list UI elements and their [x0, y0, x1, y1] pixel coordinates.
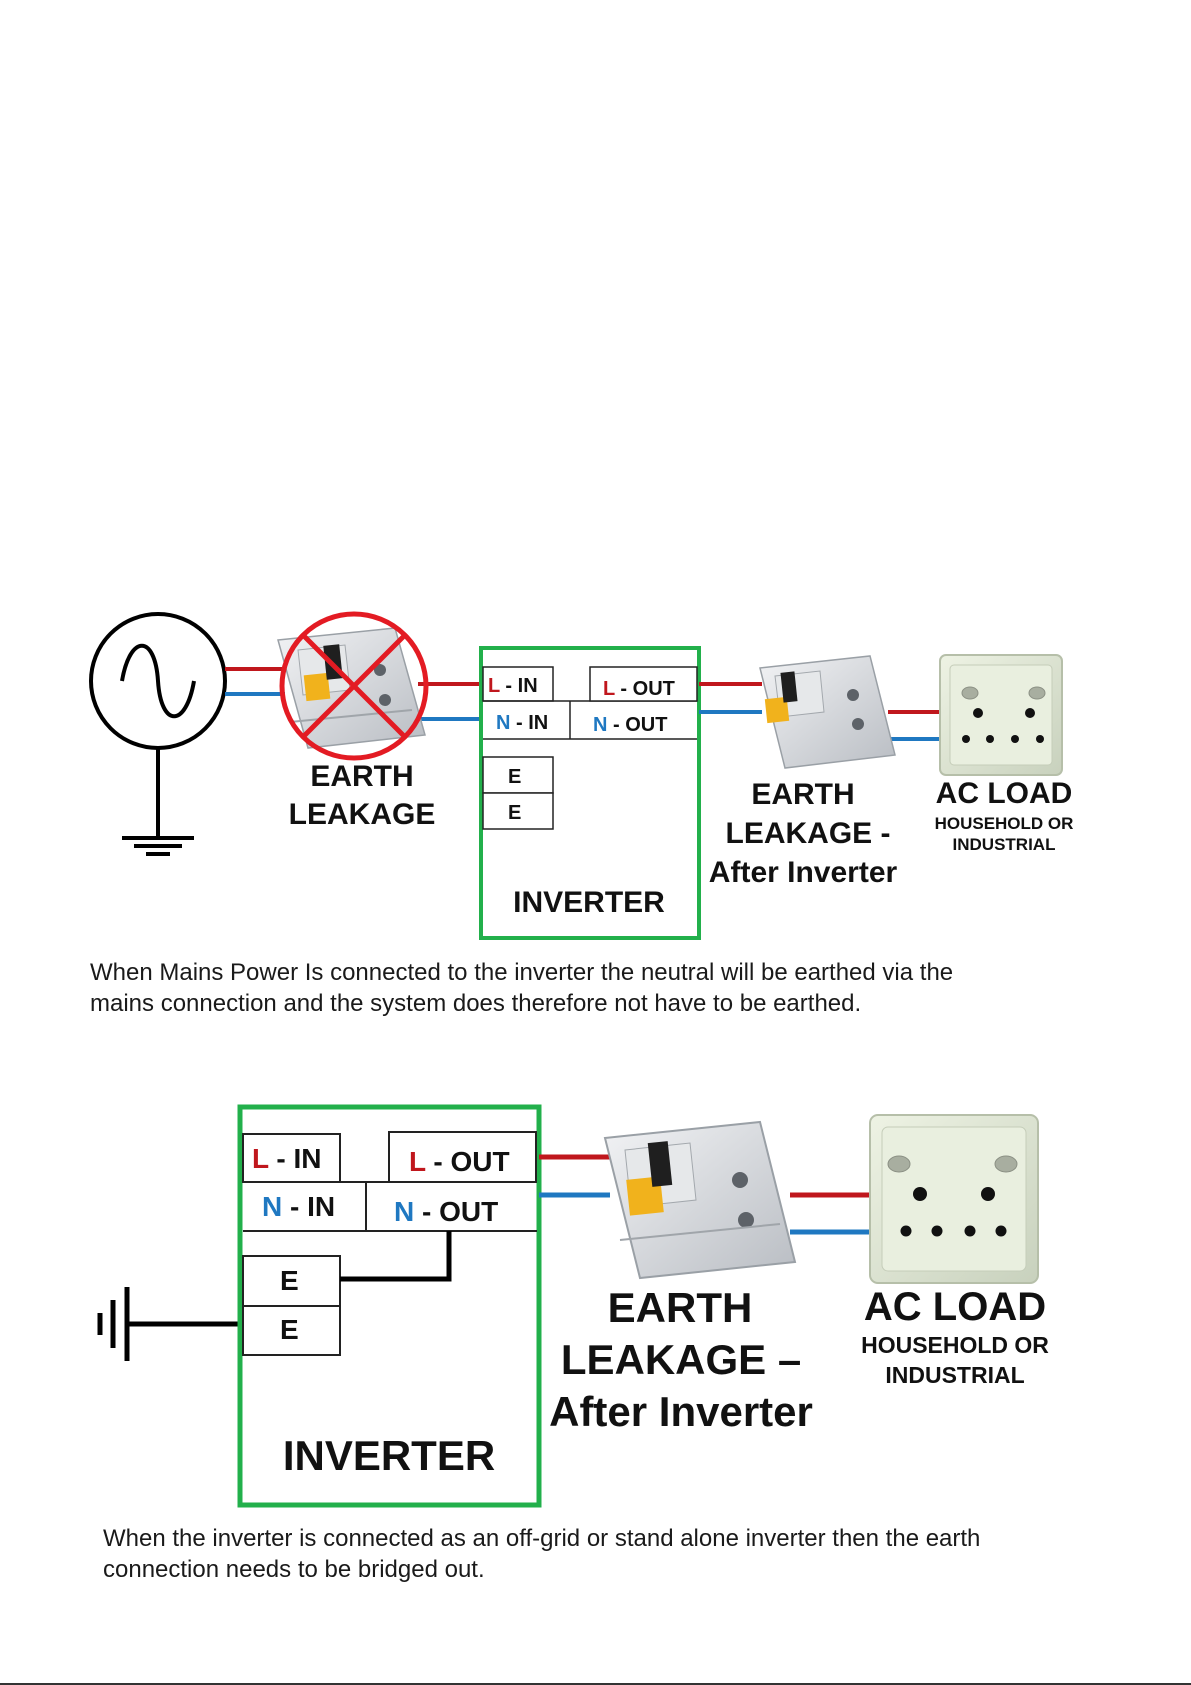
- cross-out-icon: [279, 611, 429, 761]
- caption-line: When the inverter is connected as an off…: [103, 1525, 981, 1552]
- earth-terminal-label: E: [280, 1314, 299, 1345]
- live-wire: [699, 682, 943, 714]
- n-in-label: N - IN: [496, 712, 548, 734]
- inverter-box: L - IN N - IN L - OUT N - OUT E E INVERT…: [237, 1104, 542, 1508]
- earth-leakage-breaker: [759, 655, 896, 769]
- ground-icon: [97, 1287, 242, 1361]
- l-out-label: L - OUT: [603, 678, 675, 700]
- n-out-label: N - OUT: [593, 714, 667, 736]
- earth-leakage-after-label: After Inverter: [709, 856, 898, 889]
- diagram-mains-connected: EARTH LEAKAGE L - IN N - IN L - OUT N - …: [89, 611, 1074, 940]
- ac-socket-icon: [869, 1114, 1039, 1284]
- ac-load-subtitle: INDUSTRIAL: [953, 835, 1056, 854]
- earth-leakage-after-label: EARTH: [751, 778, 854, 811]
- inverter-title: INVERTER: [513, 886, 665, 919]
- inverter-title: INVERTER: [283, 1432, 495, 1479]
- live-wire: [225, 667, 481, 686]
- caption-line: mains connection and the system does the…: [90, 990, 862, 1017]
- ground-icon: [122, 748, 194, 856]
- live-wire: [539, 1154, 875, 1198]
- earth-terminal-label: E: [508, 802, 521, 824]
- earth-leakage-after-label: LEAKAGE -: [726, 817, 891, 850]
- earth-leakage-label: EARTH: [310, 760, 413, 793]
- ac-load-subtitle: HOUSEHOLD OR: [861, 1332, 1049, 1358]
- neutral-wire: [539, 1192, 875, 1235]
- ac-load-title: AC LOAD: [864, 1285, 1046, 1329]
- diagram-off-grid: L - IN N - IN L - OUT N - OUT E E INVERT…: [97, 1104, 1049, 1508]
- l-out-label: L - OUT: [409, 1146, 510, 1177]
- caption-off-grid: When the inverter is connected as an off…: [103, 1523, 1103, 1585]
- neutral-wire: [225, 692, 481, 721]
- earth-leakage-breaker-crossed: [277, 611, 429, 761]
- neutral-wire: [699, 710, 943, 741]
- l-in-label: L - IN: [488, 675, 538, 697]
- earth-bridge-wire: [340, 1231, 452, 1282]
- ac-load-subtitle: HOUSEHOLD OR: [935, 814, 1074, 833]
- n-out-label: N - OUT: [394, 1196, 498, 1227]
- earth-leakage-label: LEAKAGE: [289, 798, 436, 831]
- page-bottom-rule: [0, 1683, 1191, 1685]
- earth-leakage-after-label: EARTH: [608, 1284, 753, 1331]
- earth-leakage-breaker: [603, 1120, 797, 1280]
- earth-terminal-label: E: [280, 1265, 299, 1296]
- ac-socket-icon: [939, 654, 1063, 776]
- n-in-label: N - IN: [262, 1191, 335, 1222]
- caption-line: connection needs to be bridged out.: [103, 1556, 485, 1583]
- ac-source-icon: [89, 612, 227, 750]
- caption-line: When Mains Power Is connected to the inv…: [90, 959, 954, 986]
- earth-leakage-after-label: After Inverter: [549, 1388, 813, 1435]
- earth-leakage-after-label: LEAKAGE –: [561, 1336, 801, 1383]
- caption-mains: When Mains Power Is connected to the inv…: [90, 957, 1090, 1019]
- l-in-label: L - IN: [252, 1143, 322, 1174]
- inverter-box: L - IN N - IN L - OUT N - OUT E E INVERT…: [479, 646, 701, 940]
- earth-terminal-label: E: [508, 766, 521, 788]
- ac-load-subtitle: INDUSTRIAL: [885, 1362, 1024, 1388]
- ac-load-title: AC LOAD: [936, 777, 1073, 810]
